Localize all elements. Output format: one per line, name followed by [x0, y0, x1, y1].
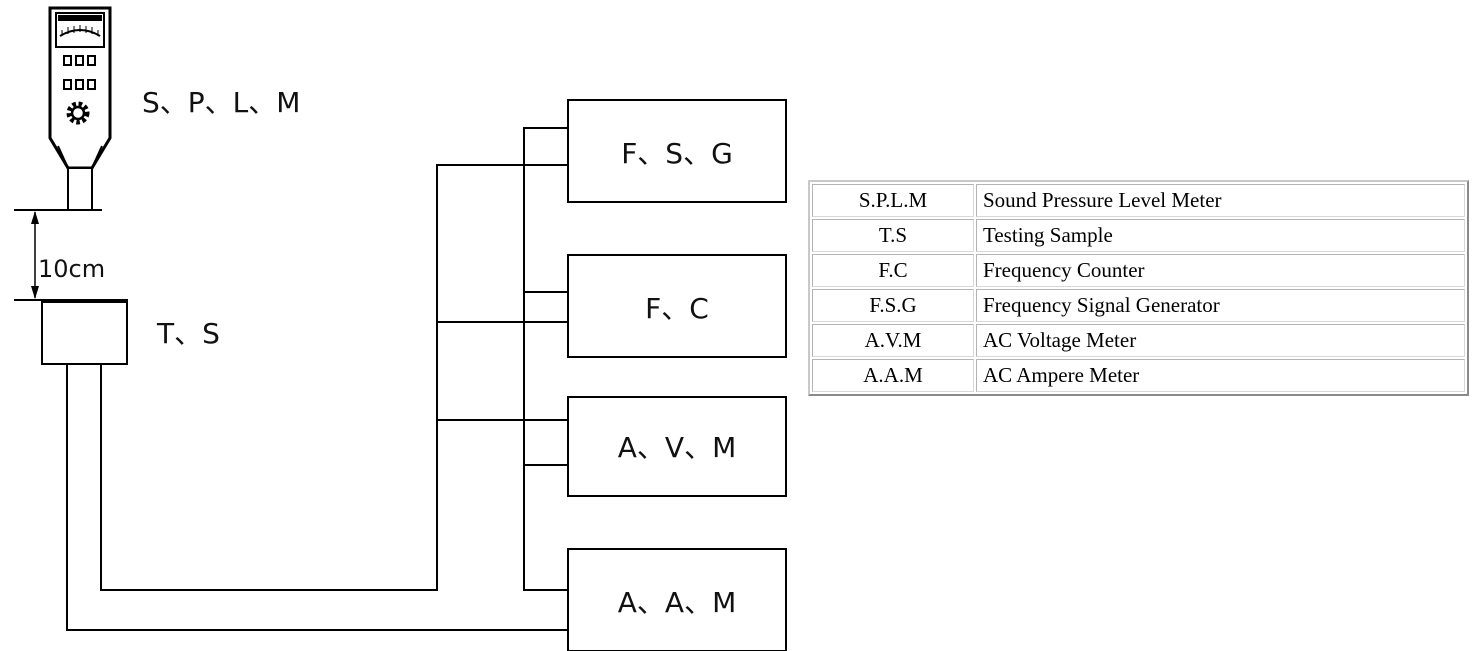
legend-full: Sound Pressure Level Meter — [976, 184, 1465, 217]
aam-box — [567, 548, 787, 651]
testing-sample-label: T、S — [156, 317, 220, 350]
legend-abbr: A.A.M — [812, 359, 974, 392]
legend-full: Frequency Counter — [976, 254, 1465, 287]
fc-label: F、C — [645, 292, 709, 325]
legend-abbr: T.S — [812, 219, 974, 252]
avm-box — [567, 396, 787, 497]
legend-abbr: S.P.L.M — [812, 184, 974, 217]
legend-row: F.C Frequency Counter — [812, 254, 1465, 287]
sound-level-meter-icon — [48, 6, 112, 211]
distance-dimension — [14, 209, 128, 301]
aam-label: A、A、M — [618, 586, 736, 619]
legend-full: AC Voltage Meter — [976, 324, 1465, 357]
distance-label: 10cm — [38, 255, 105, 283]
legend-full: Frequency Signal Generator — [976, 289, 1465, 322]
legend-full: AC Ampere Meter — [976, 359, 1465, 392]
legend-row: F.S.G Frequency Signal Generator — [812, 289, 1465, 322]
testing-sample-box — [41, 301, 128, 365]
legend-row: S.P.L.M Sound Pressure Level Meter — [812, 184, 1465, 217]
legend-row: A.V.M AC Voltage Meter — [812, 324, 1465, 357]
legend-abbr: F.S.G — [812, 289, 974, 322]
legend-table: S.P.L.M Sound Pressure Level Meter T.S T… — [808, 180, 1469, 396]
fsg-label: F、S、G — [621, 137, 733, 170]
avm-label: A、V、M — [618, 431, 736, 464]
fsg-box — [567, 99, 787, 203]
meter-label: S、P、L、M — [142, 86, 300, 119]
wiring — [66, 127, 568, 631]
legend-abbr: F.C — [812, 254, 974, 287]
fc-box — [567, 254, 787, 358]
test-setup-diagram: S、P、L、M 10cm T、S F、S、G F、C A、V、M A、A、M — [14, 6, 787, 651]
legend-full: Testing Sample — [976, 219, 1465, 252]
legend-abbr: A.V.M — [812, 324, 974, 357]
legend-row: T.S Testing Sample — [812, 219, 1465, 252]
legend-row: A.A.M AC Ampere Meter — [812, 359, 1465, 392]
gear-icon — [66, 101, 90, 125]
